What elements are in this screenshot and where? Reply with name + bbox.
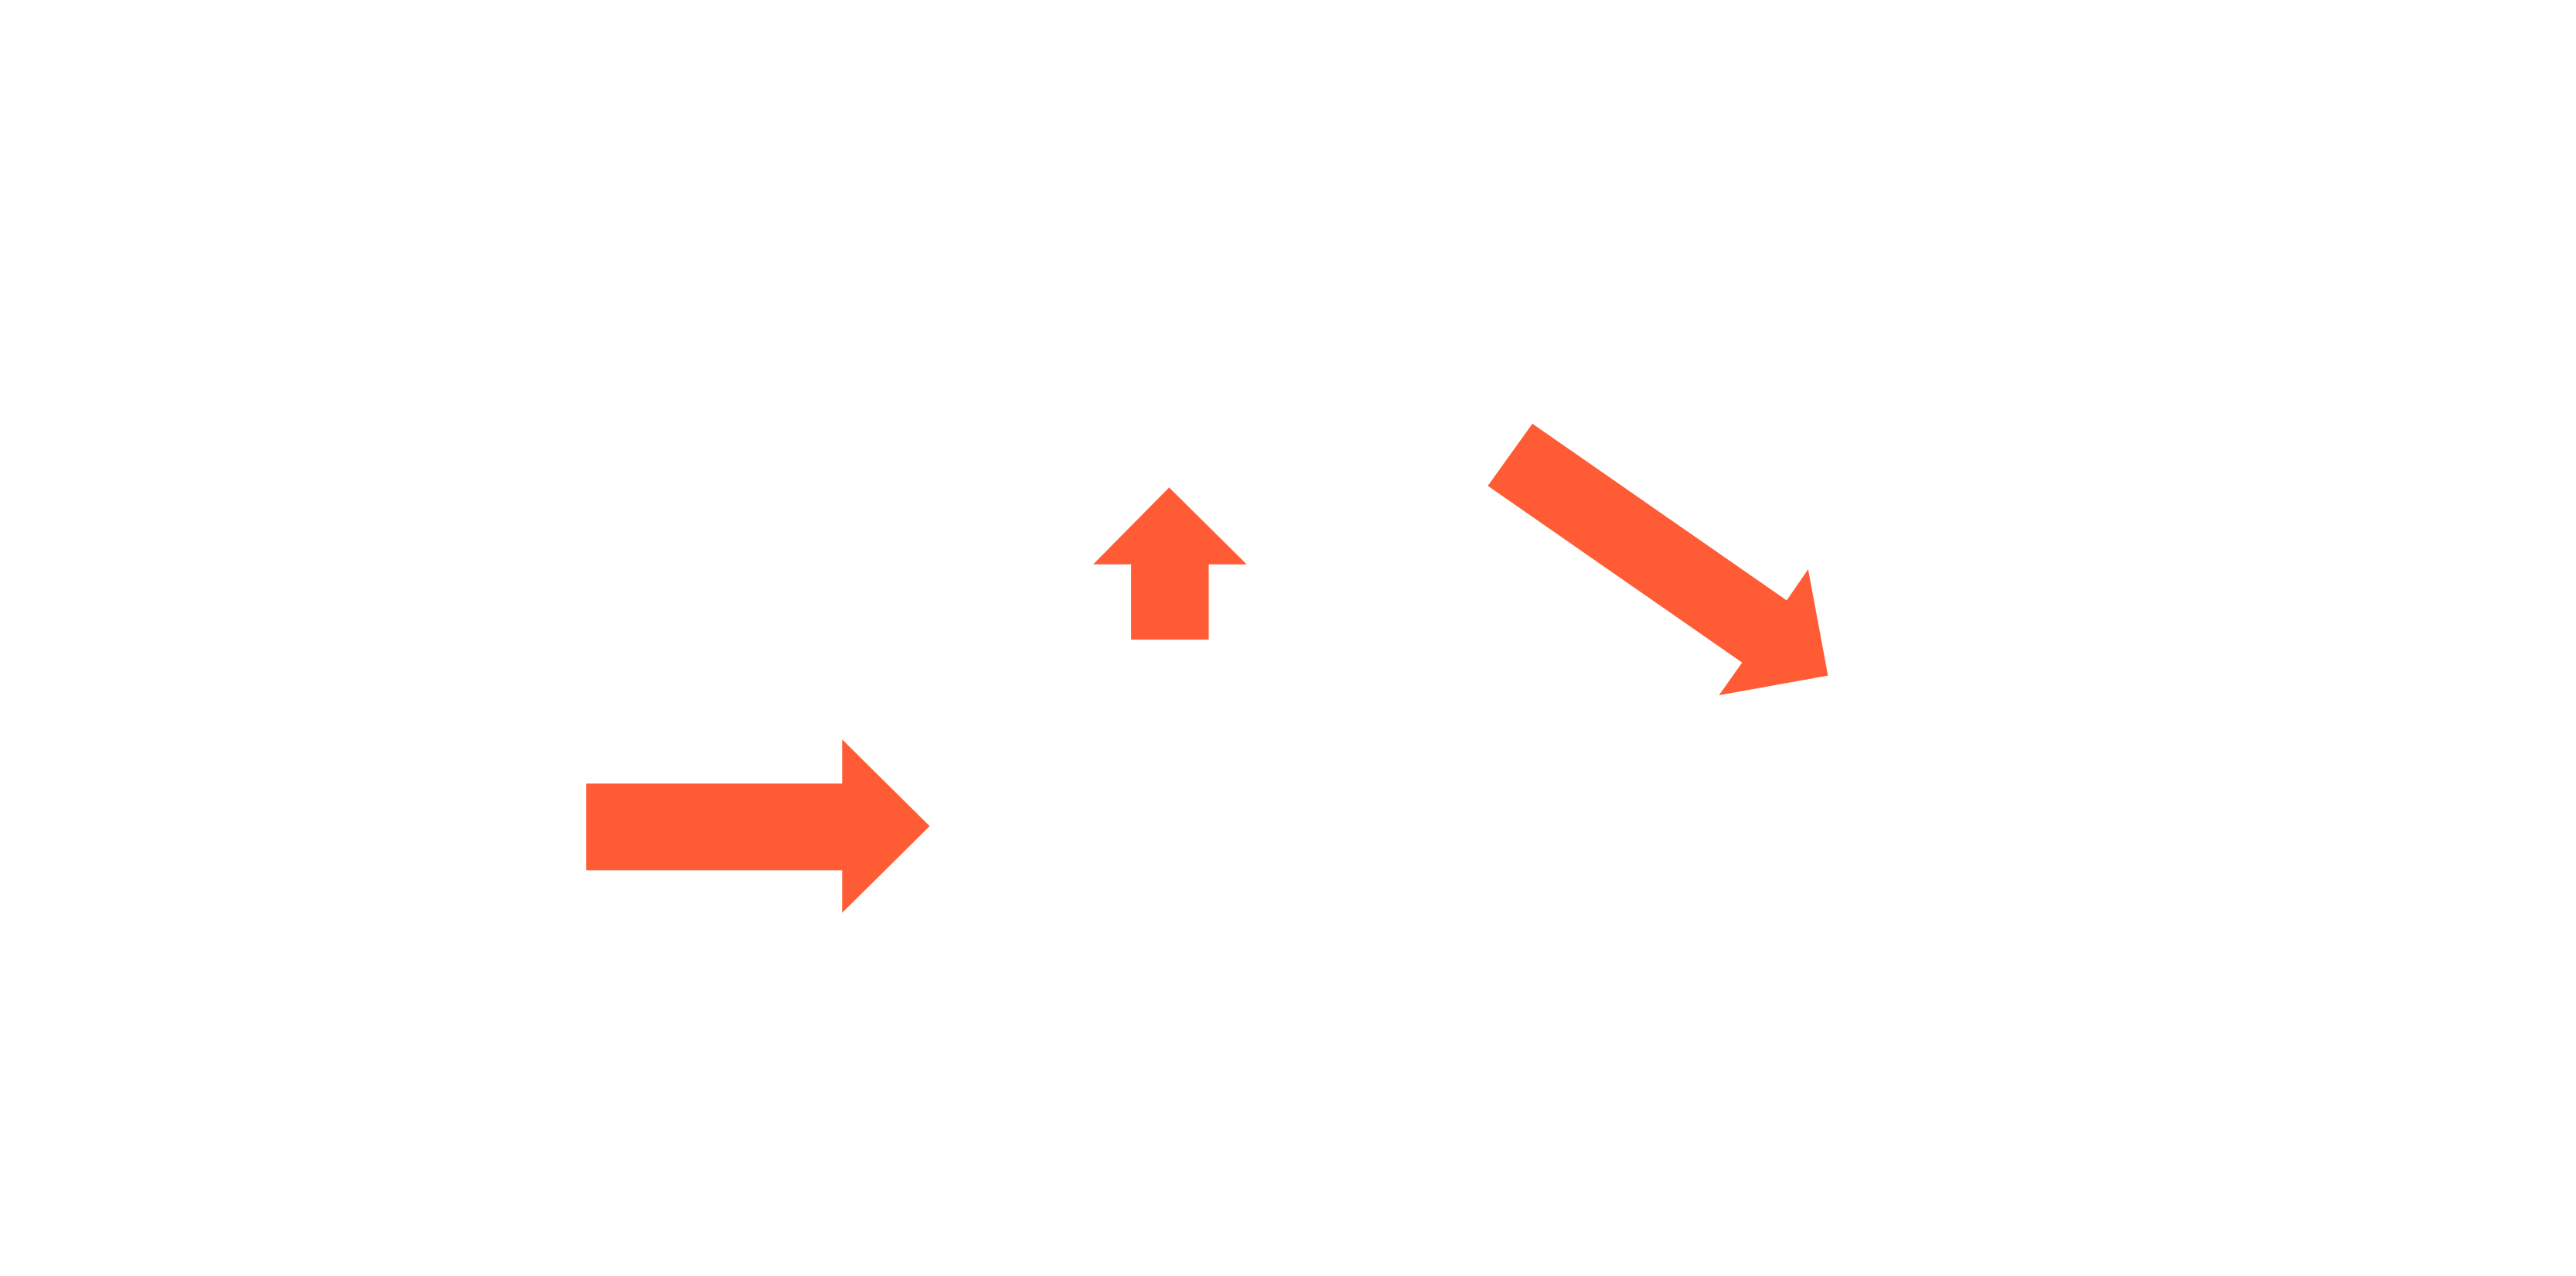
arrow-up-icon[interactable] [1092, 487, 1247, 640]
arrow-right-icon[interactable] [586, 739, 930, 913]
arrow-down-right-icon[interactable] [1487, 423, 1828, 696]
